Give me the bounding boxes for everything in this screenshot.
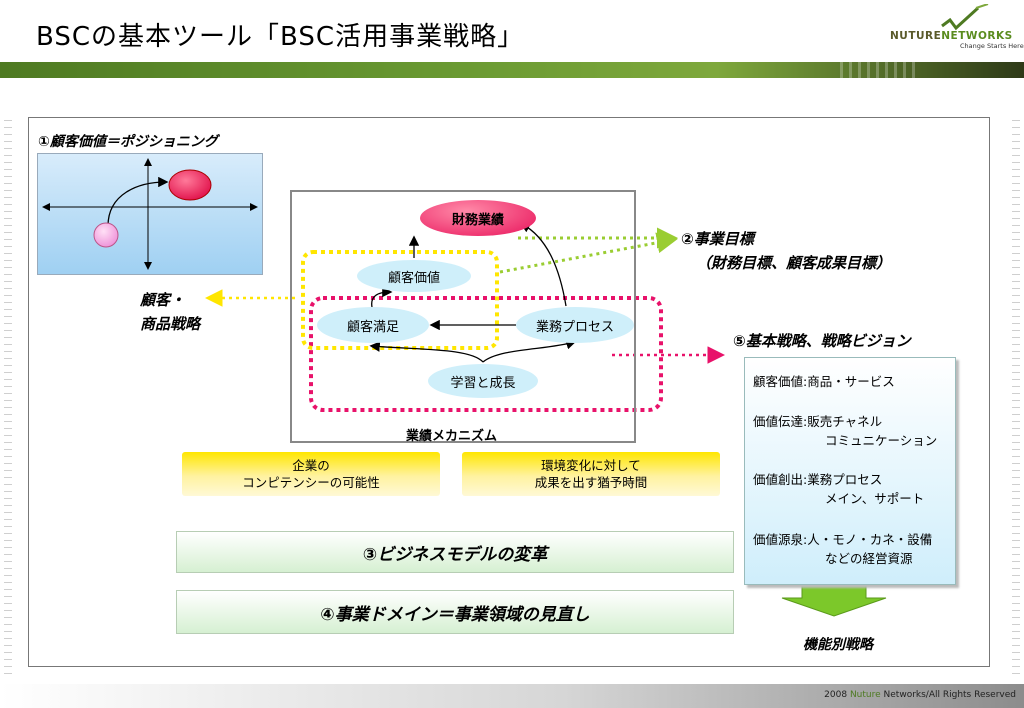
current-position-bubble — [93, 222, 119, 248]
page-title: BSCの基本ツール「BSC活用事業戦略」 — [36, 22, 525, 52]
positioning-map — [37, 153, 263, 275]
vision-row: 価値創出:業務プロセス メイン、サポート — [753, 472, 925, 506]
goal-arrow-lower — [499, 232, 678, 274]
node-learning-growth: 学習と成長 — [428, 364, 538, 398]
positioning-graph — [42, 158, 258, 270]
header-bar — [0, 62, 1024, 78]
vision-row: 価値源泉:人・モノ・カネ・設備 などの経営資源 — [753, 532, 933, 566]
company-logo: NUTURENETWORKS Change Starts Here — [888, 4, 1024, 52]
target-position-bubble — [168, 169, 212, 201]
business-goals-title: ②事業目標 — [681, 230, 754, 248]
node-business-process: 業務プロセス — [516, 307, 634, 343]
positioning-title: ①顧客価値＝ポジショニング — [38, 134, 218, 150]
vision-row: 顧客価値:商品・サービス — [753, 374, 895, 389]
node-customer-value: 顧客価値 — [357, 260, 471, 292]
logo-name: NUTURENETWORKS — [890, 30, 1013, 42]
process-dotted-region — [309, 296, 663, 412]
node-financial-performance: 財務業績 — [420, 200, 536, 236]
header-bar-stripes — [840, 62, 920, 78]
node-customer-satisfaction: 顧客満足 — [317, 307, 429, 343]
left-ruler — [4, 120, 12, 680]
competency-box: 企業の コンピテンシーの可能性 — [182, 452, 440, 496]
mechanism-label: 業績メカニズム — [406, 429, 498, 444]
functional-strategy: 機能別戦略 — [803, 637, 873, 653]
footer-copyright: 2008 Nuture Networks/All Rights Reserved — [824, 690, 1016, 700]
vision-row: 価値伝達:販売チャネル コミュニケーション — [753, 414, 938, 448]
environment-box: 環境変化に対して 成果を出す猶予時間 — [462, 452, 720, 496]
right-ruler — [1012, 120, 1020, 680]
business-model-band: ③ビジネスモデルの変革 — [176, 531, 734, 573]
business-goals-subtitle: （財務目標、顧客成果目標） — [696, 254, 892, 272]
logo-tagline: Change Starts Here — [960, 42, 1024, 50]
logo-check-icon — [941, 4, 989, 31]
vision-title: ⑤基本戦略、戦略ビジョン — [733, 332, 911, 350]
performance-mechanism-box — [290, 190, 636, 443]
customer-product-strategy: 顧客・ 商品戦略 — [140, 291, 201, 333]
vision-box: 顧客価値:商品・サービス 価値伝達:販売チャネル コミュニケーション 価値創出:… — [744, 357, 956, 585]
footer-bar — [0, 684, 1024, 708]
domain-review-band: ④事業ドメイン＝事業領域の見直し — [176, 590, 734, 634]
down-arrow-icon — [781, 581, 887, 617]
